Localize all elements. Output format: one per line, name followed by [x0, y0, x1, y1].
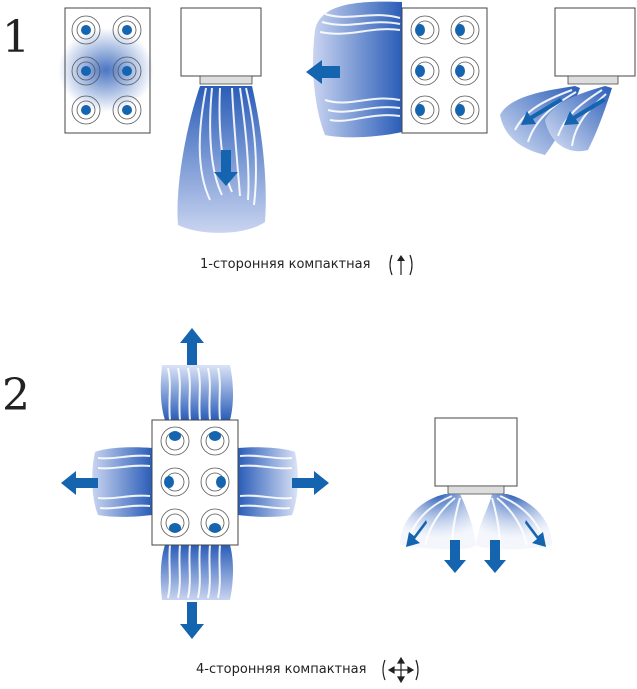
nozzle-openings [415, 24, 465, 116]
caption-1-symbol [389, 254, 413, 276]
plume-left [92, 447, 152, 517]
plume-right [238, 447, 298, 517]
arrow-down-icon [484, 540, 506, 573]
caption-1: 1-сторонняя компактная [200, 257, 370, 272]
unit-nozzles [567, 75, 619, 85]
arrow-left-icon [61, 471, 98, 495]
nozzle-grid [71, 15, 142, 125]
unit-housing [64, 7, 151, 134]
nozzle-openings [164, 431, 226, 533]
arrow-down-icon [444, 540, 466, 573]
panel-1-downward-plume [177, 7, 266, 233]
plume-right [545, 86, 612, 152]
unit-box [434, 417, 518, 487]
caption-2-text: 4-сторонняя компактная [196, 662, 367, 677]
plume-down [160, 545, 233, 600]
airflow-glow [58, 28, 154, 112]
panel-1-leftward-plume [306, 1, 488, 138]
unit-nozzles [199, 75, 253, 85]
flow-lines [514, 89, 607, 147]
arrow-right-icon [292, 471, 329, 495]
panel-2-four-way [61, 328, 329, 639]
unit-box [554, 7, 636, 77]
panel-1-top-view [58, 7, 154, 134]
arrow-down-left-icon [406, 520, 427, 547]
section-number-1: 1 [2, 12, 30, 63]
four-way-arrows-in-parentheses-icon [387, 656, 415, 684]
flow-lines [319, 13, 401, 122]
section-number-2: 2 [2, 370, 30, 421]
arrow-up-icon [180, 328, 204, 365]
nozzle-grid [160, 426, 230, 538]
arrow-down-icon [214, 150, 238, 186]
flow-lines [198, 87, 257, 206]
nozzle-grid [410, 15, 480, 125]
unit-nozzles [447, 485, 505, 495]
plume [313, 1, 402, 138]
plume-up [160, 365, 233, 420]
caption-2-symbol [382, 656, 419, 684]
unit-box [180, 7, 262, 77]
nozzle-openings [81, 25, 132, 115]
arrow-left-icon [306, 60, 340, 84]
arrow-down-icon [180, 602, 204, 639]
arrow-down-right-icon [525, 520, 546, 547]
arrow-down-left-icon [521, 98, 563, 125]
panel-2-side-fan [400, 417, 552, 573]
arrow-down-left-icon [564, 98, 606, 125]
caption-2: 4-сторонняя компактная [196, 662, 366, 677]
panel-1-angled-plumes [500, 7, 636, 155]
caption-1-text: 1-сторонняя компактная [200, 257, 371, 272]
